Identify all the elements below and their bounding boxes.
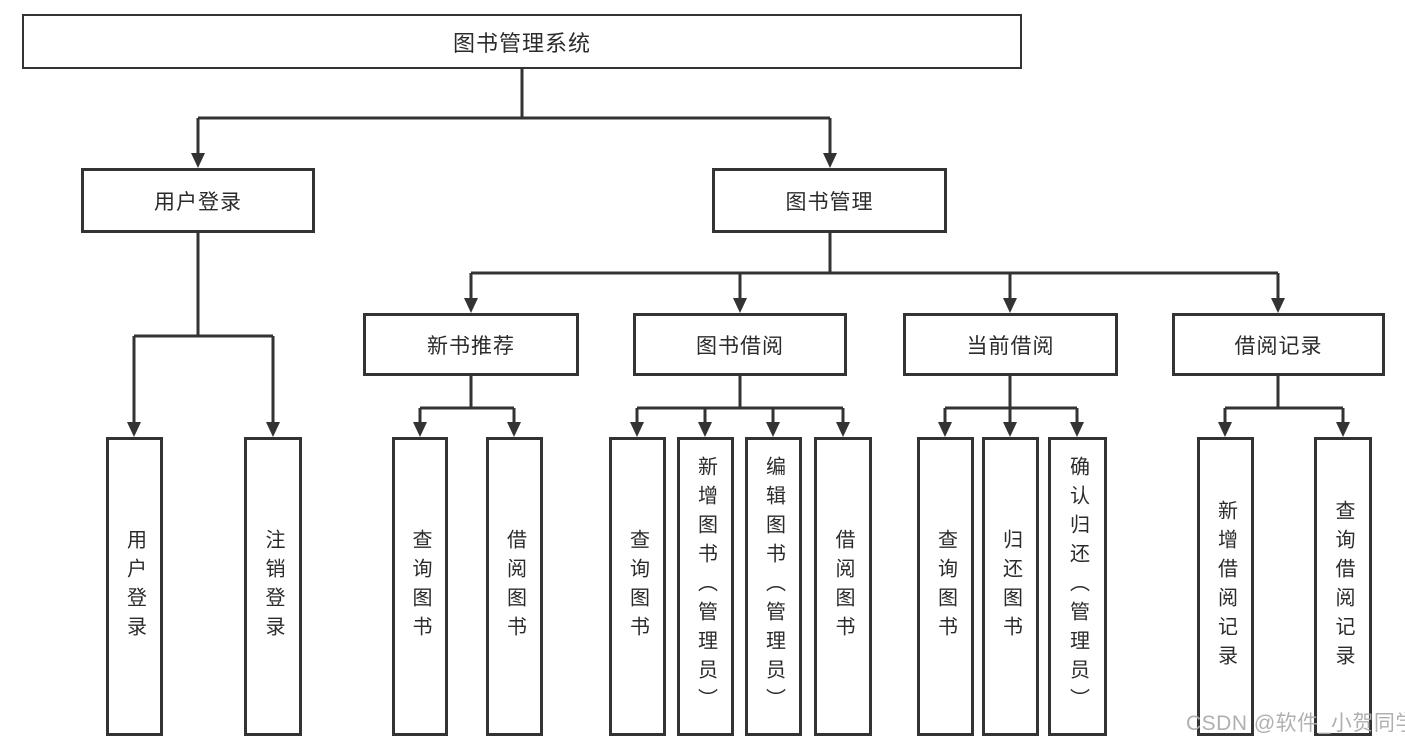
leaf-bb-borrow-books-label: 借阅图书 (832, 528, 854, 645)
leaf-bb-edit-books-admin-label: 编辑图书（管理员） (762, 456, 785, 717)
leaf-bb-query-books: 查询图书 (609, 437, 666, 736)
csdn-watermark: CSDN @软件_小贺同学 (1186, 712, 1405, 735)
leaf-br-add-record: 新增借阅记录 (1197, 437, 1254, 736)
leaf-br-query-record: 查询借阅记录 (1314, 437, 1372, 736)
leaf-cb-confirm-return-admin-label: 确认归还（管理员） (1066, 456, 1089, 717)
node-new-book-recommend: 新书推荐 (363, 313, 579, 376)
leaf-user-login-label: 用户登录 (123, 528, 146, 645)
node-current-borrowing: 当前借阅 (903, 313, 1118, 376)
leaf-cb-confirm-return-admin: 确认归还（管理员） (1048, 437, 1107, 736)
leaf-cb-return-books: 归还图书 (982, 437, 1039, 736)
leaf-logout-label: 注销登录 (262, 528, 284, 645)
leaf-user-login: 用户登录 (106, 437, 163, 736)
node-root-system: 图书管理系统 (22, 14, 1022, 69)
leaf-bb-edit-books-admin: 编辑图书（管理员） (745, 437, 802, 736)
node-book-borrowing: 图书借阅 (633, 313, 847, 376)
leaf-logout: 注销登录 (244, 437, 302, 736)
leaf-br-query-record-label: 查询借阅记录 (1332, 499, 1354, 674)
leaf-nb-borrow-books-label: 借阅图书 (503, 528, 526, 645)
node-book-management: 图书管理 (712, 168, 947, 233)
leaf-nb-borrow-books: 借阅图书 (486, 437, 543, 736)
leaf-bb-query-books-label: 查询图书 (626, 528, 649, 645)
leaf-nb-query-books: 查询图书 (392, 437, 448, 736)
leaf-bb-add-books-admin: 新增图书（管理员） (677, 437, 734, 736)
tree-edges (132, 69, 1345, 424)
node-user-login: 用户登录 (81, 168, 315, 233)
leaf-cb-query-books-label: 查询图书 (934, 528, 957, 645)
leaf-bb-add-books-admin-label: 新增图书（管理员） (694, 456, 717, 717)
leaf-bb-borrow-books: 借阅图书 (814, 437, 872, 736)
leaf-nb-query-books-label: 查询图书 (409, 528, 431, 645)
leaf-cb-query-books: 查询图书 (917, 437, 974, 736)
leaf-cb-return-books-label: 归还图书 (999, 528, 1022, 645)
leaf-br-add-record-label: 新增借阅记录 (1214, 499, 1237, 674)
node-borrowing-records: 借阅记录 (1172, 313, 1385, 376)
